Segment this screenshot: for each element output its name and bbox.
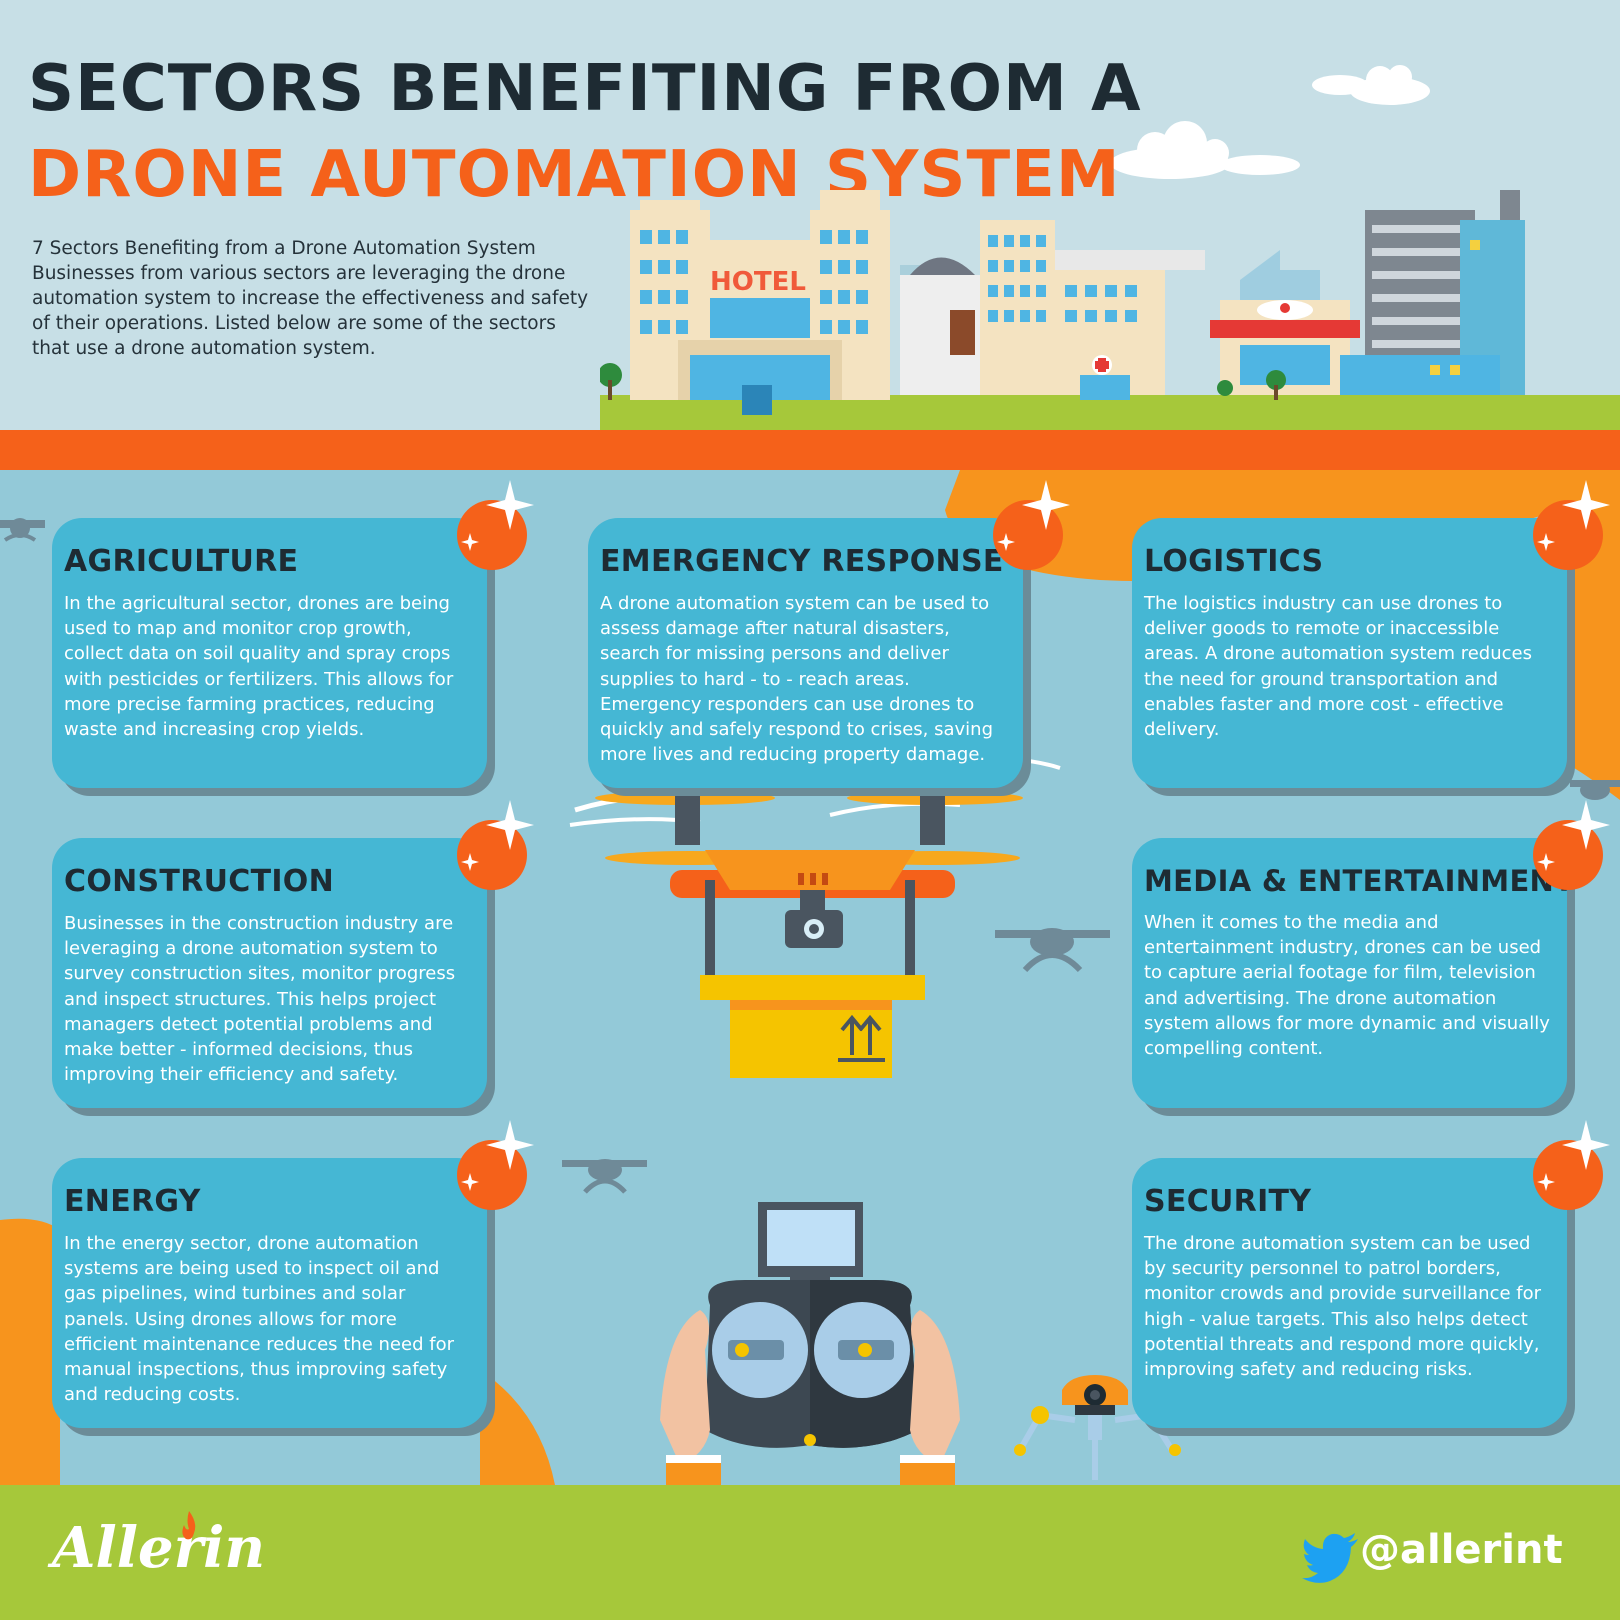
sector-description: In the agricultural sector, drones are b… bbox=[64, 593, 454, 741]
sector-description: In the energy sector, drone automation s… bbox=[64, 1233, 454, 1406]
quadcopter-icon bbox=[1570, 780, 1620, 800]
quadcopter-icon bbox=[0, 518, 45, 542]
header: SECTORS BENEFITING FROM A DRONE AUTOMATI… bbox=[0, 0, 1620, 430]
sparkle-badge-icon bbox=[457, 800, 534, 890]
remote-controller-icon bbox=[660, 1202, 960, 1485]
sector-title: CONSTRUCTION bbox=[64, 864, 335, 899]
sector-title: LOGISTICS bbox=[1144, 544, 1324, 579]
flame-icon bbox=[182, 1511, 196, 1540]
brand-logo[interactable]: Allerin bbox=[52, 1515, 266, 1581]
sparkle-badge-icon bbox=[1533, 800, 1610, 890]
quadcopter-icon bbox=[562, 1159, 647, 1194]
intro-paragraph: 7 Sectors Benefiting from a Drone Automa… bbox=[32, 238, 589, 359]
twitter-handle[interactable]: @allerint bbox=[1360, 1527, 1563, 1573]
sector-card-construction: CONSTRUCTION Businesses in the construct… bbox=[52, 838, 495, 1116]
sector-description: A drone automation system can be used to… bbox=[600, 593, 994, 766]
city-skyline-illustration: HOTEL bbox=[600, 190, 1620, 430]
sector-title: SECURITY bbox=[1144, 1184, 1312, 1219]
sector-card-agriculture: AGRICULTURE In the agricultural sector, … bbox=[52, 518, 495, 796]
background-decoration bbox=[0, 470, 1620, 1485]
sector-description: The logistics industry can use drones to… bbox=[1144, 593, 1532, 741]
sparkle-badge-icon bbox=[457, 1120, 534, 1210]
sparkle-badge-icon bbox=[457, 480, 534, 570]
sector-title: EMERGENCY RESPONSE bbox=[600, 544, 1004, 579]
page-title-line2: DRONE AUTOMATION SYSTEM bbox=[28, 138, 1121, 212]
sector-card-emergency-response: EMERGENCY RESPONSE A drone automation sy… bbox=[588, 518, 1031, 796]
page-title-line1: SECTORS BENEFITING FROM A bbox=[28, 52, 1142, 126]
sector-title: ENERGY bbox=[64, 1184, 201, 1219]
sector-description: Businesses in the construction industry … bbox=[64, 913, 456, 1086]
sector-card-logistics: LOGISTICS The logistics industry can use… bbox=[1132, 518, 1575, 796]
sector-card-energy: ENERGY In the energy sector, drone autom… bbox=[52, 1158, 495, 1436]
sparkle-badge-icon bbox=[1533, 1120, 1610, 1210]
cloud-icon bbox=[1110, 65, 1430, 179]
sparkle-badge-icon bbox=[1533, 480, 1610, 570]
sparkle-badge-icon bbox=[993, 480, 1070, 570]
divider-band bbox=[0, 430, 1620, 470]
sector-title: MEDIA & ENTERTAINMENT bbox=[1144, 864, 1575, 898]
sectors-panel: AGRICULTURE In the agricultural sector, … bbox=[0, 470, 1620, 1485]
footer: Allerin @allerint bbox=[0, 1485, 1620, 1620]
sector-card-security: SECURITY The drone automation system can… bbox=[1132, 1158, 1575, 1436]
hotel-sign: HOTEL bbox=[710, 267, 806, 297]
sector-description: When it comes to the media and entertain… bbox=[1144, 912, 1550, 1060]
delivery-drone-icon bbox=[569, 756, 1061, 1078]
sector-title: AGRICULTURE bbox=[64, 544, 299, 579]
robot-icon bbox=[1014, 1375, 1181, 1480]
twitter-bird-icon[interactable] bbox=[1302, 1533, 1360, 1583]
quadcopter-icon bbox=[995, 928, 1110, 973]
sector-description: The drone automation system can be used … bbox=[1144, 1233, 1542, 1381]
sector-card-media-entertainment: MEDIA & ENTERTAINMENT When it comes to t… bbox=[1132, 838, 1575, 1116]
